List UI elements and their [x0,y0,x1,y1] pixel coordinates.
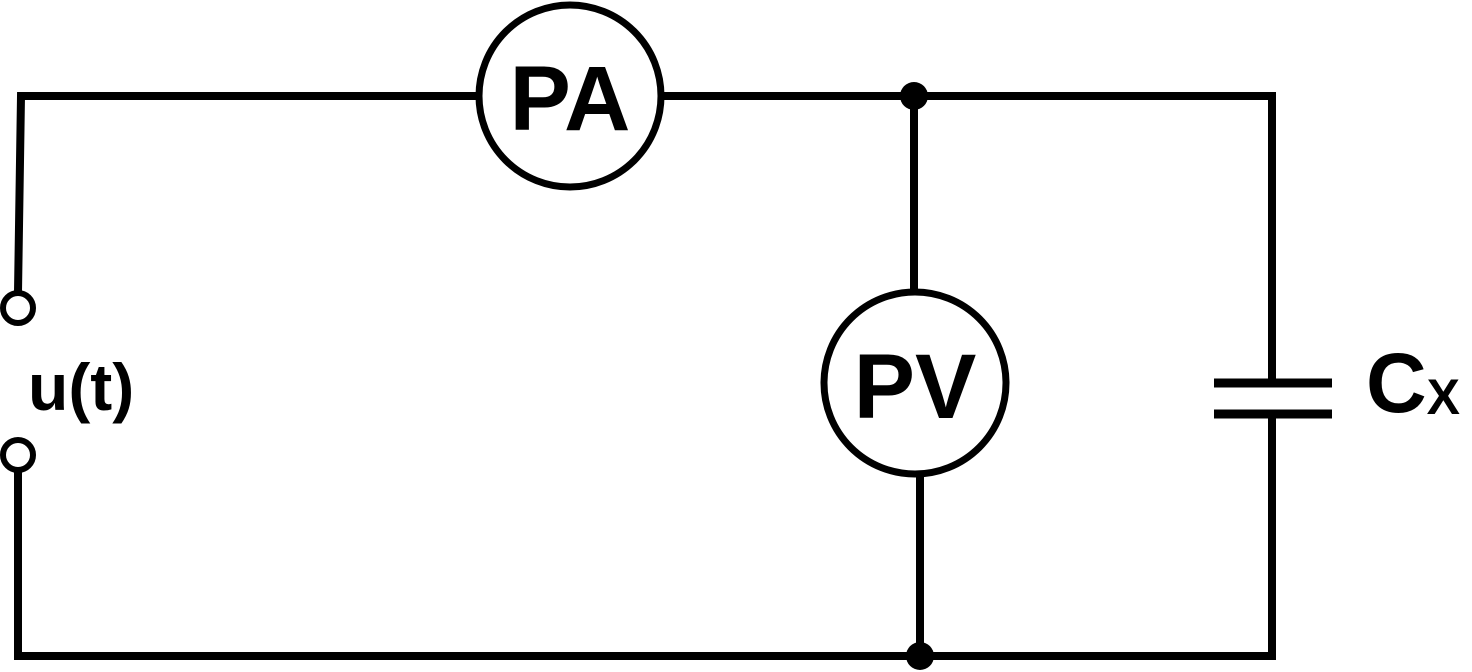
ammeter-circle [475,1,665,191]
voltmeter: PV [820,288,1010,478]
voltmeter-label: PV [854,336,977,438]
wire-top-right [664,92,1276,381]
capacitor-label-main: C [1366,336,1427,430]
junction-bottom [906,642,934,670]
wires [14,92,1276,660]
wire-left-upper [14,92,478,293]
source-label: u(t) [28,350,134,424]
ammeter-label: PA [510,48,631,150]
capacitor-label: CX [1366,336,1460,430]
source-terminal-bottom [0,437,36,473]
capacitor: CX [1214,336,1460,430]
source-terminal-top [0,290,36,326]
ammeter: PA [475,1,665,191]
junction-top [900,82,928,110]
capacitor-label-sub: X [1427,369,1460,425]
voltmeter-circle [820,288,1010,478]
wire-bottom [14,418,1276,660]
